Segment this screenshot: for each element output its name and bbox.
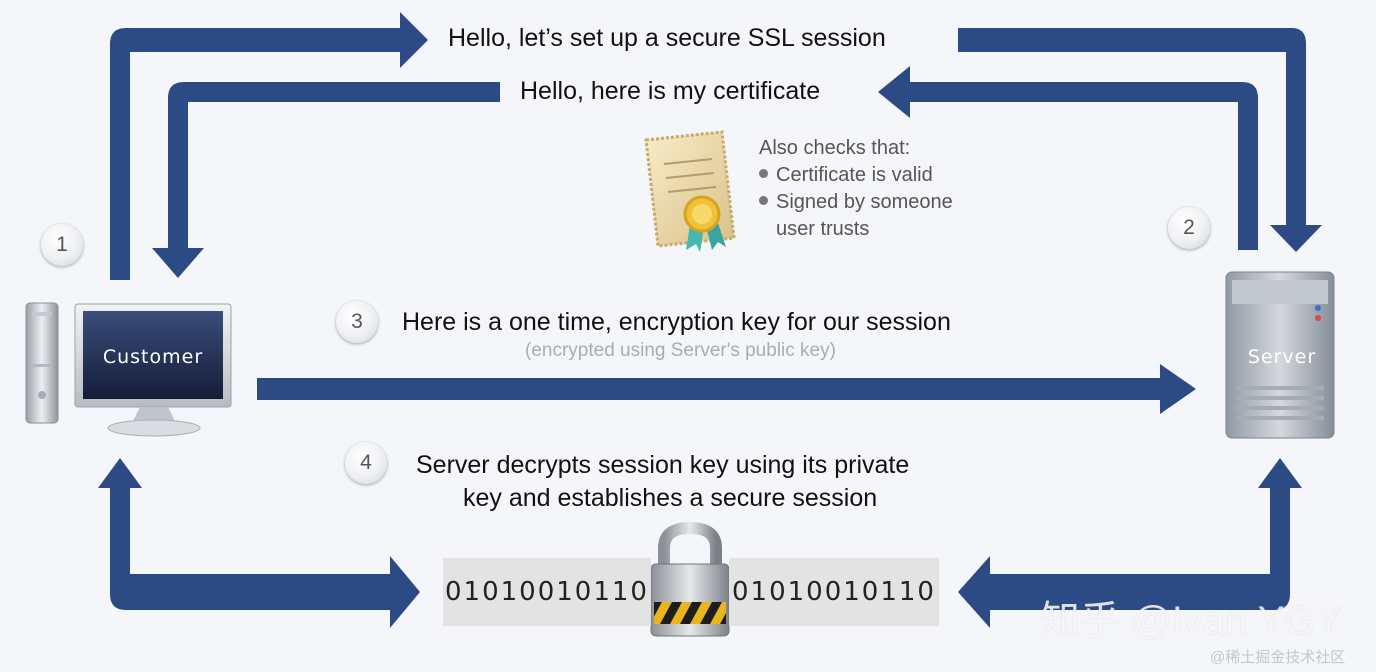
padlock-icon: [650, 521, 730, 637]
desktop-computer-icon: Customer: [25, 302, 232, 437]
certificate-checks: Also checks that: Certificate is valid S…: [759, 135, 953, 243]
binary-strip-left: 01010010110: [443, 558, 651, 626]
checks-item-signed: Signed by someone: [759, 189, 953, 216]
binary-strip-right: 01010010110: [729, 558, 939, 626]
server-tower-icon: Server: [1225, 271, 1335, 439]
checks-item-signed-cont: user trusts: [776, 218, 870, 240]
certificate-icon: [644, 130, 736, 252]
step4-message-line2: key and establishes a secure session: [463, 484, 878, 512]
watermark-corner: @稀土掘金技术社区: [1210, 649, 1346, 666]
step-badge-2: 2: [1168, 207, 1210, 249]
bullet-icon: [759, 169, 768, 179]
arrow-certificate-to-customer-left: [152, 82, 500, 278]
step-badge-4: 4: [345, 442, 387, 484]
checks-heading: Also checks that:: [759, 137, 911, 159]
step-badge-3: 3: [336, 301, 378, 343]
arrow-secure-session-customer: [98, 458, 420, 628]
customer-label: Customer: [103, 346, 203, 368]
arrows: [98, 12, 1322, 628]
step3-submessage: (encrypted using Server's public key): [525, 340, 836, 361]
arrow-certificate-to-customer-right: [878, 66, 1258, 250]
checks-item-valid-text: Certificate is valid: [776, 164, 933, 186]
server-label: Server: [1248, 346, 1316, 368]
step1-message: Hello, let’s set up a secure SSL session: [448, 24, 886, 52]
step2-message: Hello, here is my certificate: [520, 77, 821, 105]
arrow-secure-session-server: [958, 458, 1302, 628]
step4-message-line1: Server decrypts session key using its pr…: [416, 451, 910, 479]
checks-item-signed-text: Signed by someone: [776, 191, 953, 213]
arrow-hello-to-server-right: [958, 28, 1322, 252]
checks-item-valid: Certificate is valid: [759, 162, 953, 189]
arrow-hello-to-server: [110, 12, 428, 280]
watermark-main: 知乎 @Ivan YGY: [1040, 599, 1343, 643]
arrow-session-key: [257, 364, 1196, 414]
bullet-icon: [759, 196, 768, 206]
step3-message: Here is a one time, encryption key for o…: [402, 308, 951, 336]
step-badge-1: 1: [41, 224, 83, 266]
